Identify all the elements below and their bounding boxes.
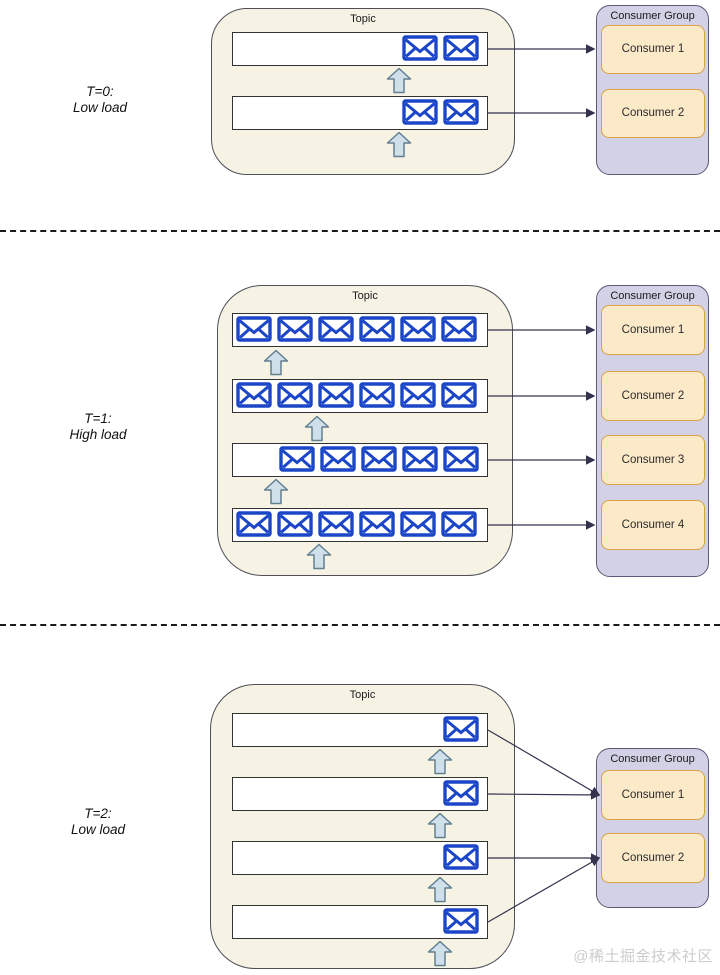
consumer-group-title: Consumer Group [610, 290, 695, 302]
message-envelope-icon [318, 511, 354, 537]
produce-arrow-icon [427, 876, 453, 903]
message-envelope-icon [318, 316, 354, 342]
watermark: @稀土掘金技术社区 [573, 948, 713, 965]
message-envelope-icon [236, 511, 272, 537]
time-label: T=0: [86, 84, 114, 99]
message-envelope-icon [279, 446, 315, 472]
consumer-label: Consumer 1 [621, 324, 685, 336]
produce-arrow-icon [263, 349, 289, 376]
consumer-label: Consumer 2 [621, 390, 685, 402]
consumer-label: Consumer 2 [621, 107, 685, 119]
partition [232, 905, 488, 939]
section-label: T=0:Low load [38, 84, 162, 116]
produce-arrow-icon [386, 131, 412, 158]
section-label: T=1:High load [36, 411, 160, 443]
consumer-box: Consumer 2 [601, 833, 705, 883]
partition [232, 713, 488, 747]
message-envelope-icon [443, 716, 479, 742]
message-envelope-icon [443, 446, 479, 472]
load-label: Low load [72, 100, 128, 115]
topic-title: Topic [349, 689, 376, 701]
message-envelope-icon [441, 511, 477, 537]
consumer-box: Consumer 3 [601, 435, 705, 485]
partition [232, 508, 488, 542]
produce-arrow-icon [427, 748, 453, 775]
message-envelope-icon [400, 382, 436, 408]
produce-arrow-icon [263, 478, 289, 505]
message-envelope-icon [236, 382, 272, 408]
message-envelope-icon [443, 35, 479, 61]
produce-arrow-icon [427, 940, 453, 967]
section-divider [0, 624, 720, 626]
consumer-label: Consumer 2 [621, 852, 685, 864]
partition [232, 32, 488, 66]
message-envelope-icon [402, 446, 438, 472]
consumer-label: Consumer 4 [621, 519, 685, 531]
message-envelope-icon [236, 316, 272, 342]
load-label: Low load [70, 822, 126, 837]
message-envelope-icon [400, 511, 436, 537]
partition [232, 379, 488, 413]
message-envelope-icon [443, 844, 479, 870]
message-envelope-icon [359, 382, 395, 408]
message-envelope-icon [443, 780, 479, 806]
message-envelope-icon [361, 446, 397, 472]
consumer-label: Consumer 1 [621, 43, 685, 55]
time-label: T=2: [84, 806, 112, 821]
produce-arrow-icon [386, 67, 412, 94]
message-envelope-icon [402, 35, 438, 61]
partition [232, 313, 488, 347]
consumer-group-title: Consumer Group [610, 10, 695, 22]
topic-title: Topic [350, 13, 376, 25]
message-envelope-icon [441, 382, 477, 408]
produce-arrow-icon [306, 543, 332, 570]
message-envelope-icon [277, 511, 313, 537]
message-envelope-icon [320, 446, 356, 472]
message-envelope-icon [443, 908, 479, 934]
partition [232, 777, 488, 811]
consumer-box: Consumer 2 [601, 88, 705, 138]
consumer-group-title: Consumer Group [610, 753, 695, 765]
consumer-box: Consumer 1 [601, 24, 705, 74]
message-envelope-icon [441, 316, 477, 342]
message-envelope-icon [318, 382, 354, 408]
partition [232, 96, 488, 130]
load-label: High load [69, 427, 127, 442]
consumer-label: Consumer 3 [621, 454, 685, 466]
partition [232, 841, 488, 875]
time-label: T=1: [84, 411, 112, 426]
consumer-box: Consumer 4 [601, 500, 705, 550]
section-divider [0, 230, 720, 232]
message-envelope-icon [359, 316, 395, 342]
message-envelope-icon [402, 99, 438, 125]
partition [232, 443, 488, 477]
consumer-label: Consumer 1 [621, 789, 685, 801]
message-envelope-icon [359, 511, 395, 537]
message-envelope-icon [443, 99, 479, 125]
consumer-box: Consumer 1 [601, 770, 705, 820]
message-envelope-icon [400, 316, 436, 342]
consumer-box: Consumer 2 [601, 371, 705, 421]
message-envelope-icon [277, 316, 313, 342]
topic-title: Topic [352, 290, 378, 302]
produce-arrow-icon [304, 415, 330, 442]
section-label: T=2:Low load [36, 806, 160, 838]
produce-arrow-icon [427, 812, 453, 839]
message-envelope-icon [277, 382, 313, 408]
consumer-box: Consumer 1 [601, 305, 705, 355]
